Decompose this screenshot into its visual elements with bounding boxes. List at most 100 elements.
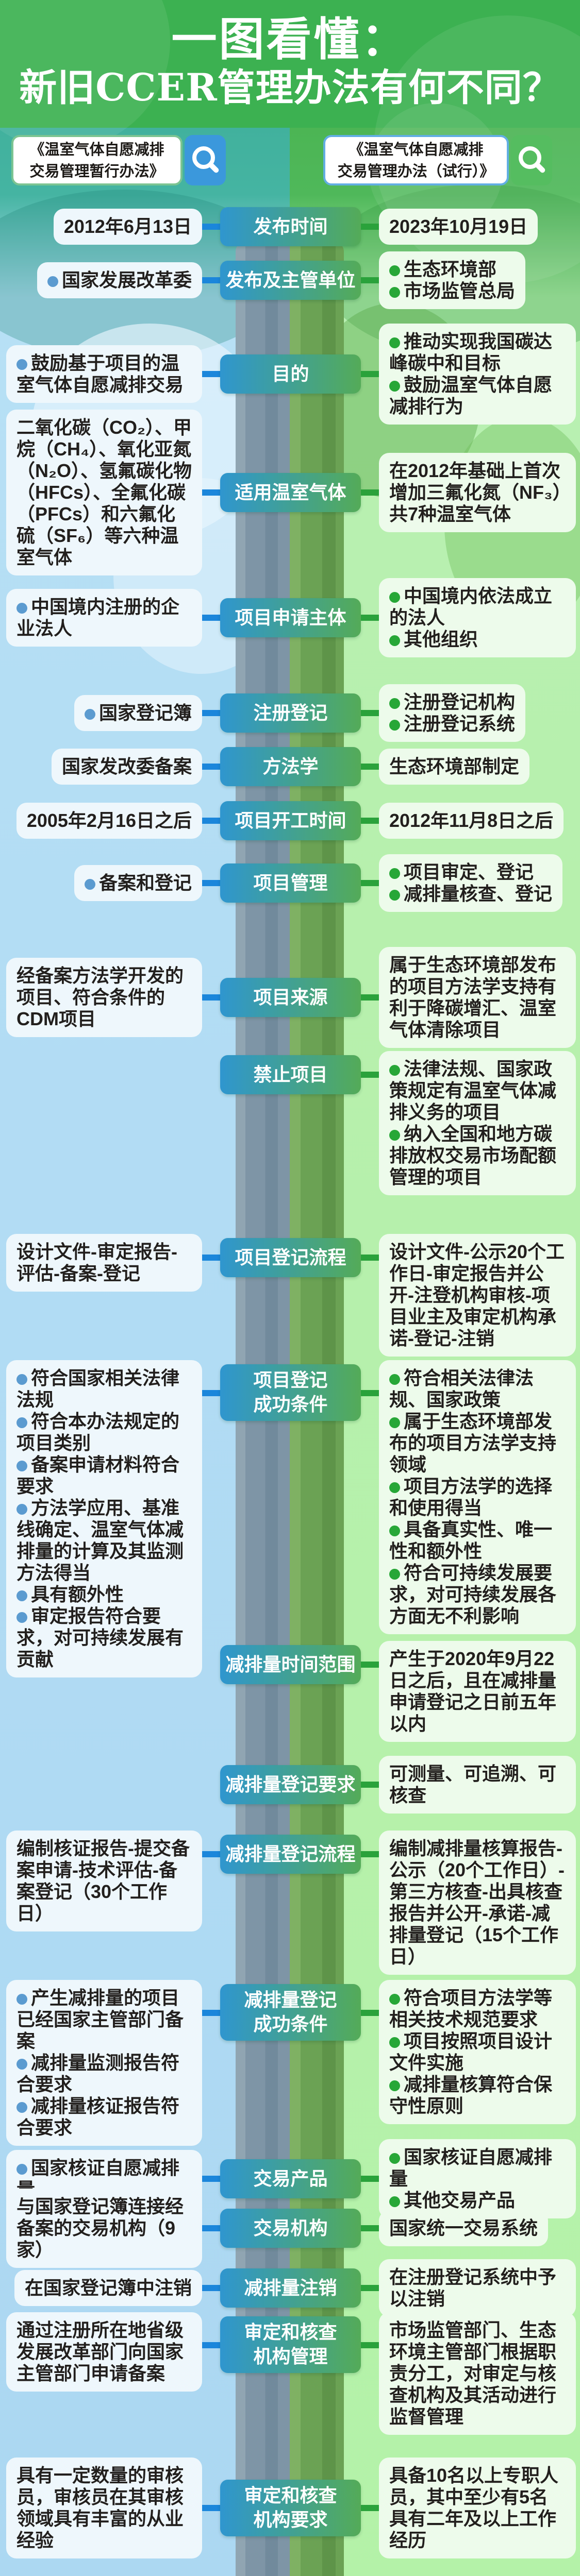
connector-new: [361, 710, 379, 716]
new-cell: 生态环境部制定: [379, 749, 580, 785]
comparison-row-reduction-time-range: 减排量时间范围产生于2020年9月22日之后，且在减排量申请登记之日前五年以内: [0, 1641, 580, 1742]
old-cell: 2005年2月16日之后: [0, 803, 202, 839]
comparison-row-issuing-authority: 国家发展改革委发布及主管单位生态环境部市场监管总局: [0, 251, 580, 309]
connector-old: [202, 2010, 220, 2016]
new-cell: 2023年10月19日: [379, 209, 580, 245]
old-cell: 设计文件-审定报告-评估-备案-登记: [0, 1234, 202, 1292]
bullet-dot: [389, 868, 400, 879]
row-label-verification-body-requirements: 审定和核查机构要求: [220, 2480, 361, 2536]
new-cell: 符合项目方法学等相关技术规范要求项目按照项目设计文件实施减排量核算符合保守性原则: [379, 1980, 580, 2124]
connector-old: [202, 2342, 220, 2348]
new-policy-title-line1: 《温室气体自愿减排: [349, 140, 484, 158]
connector-new: [361, 489, 379, 496]
page-title-line2: 新旧CCER管理办法有何不同？: [19, 65, 561, 110]
old-cell: 备案和登记: [0, 865, 202, 901]
new-cell: 项目审定、登记减排量核查、登记: [379, 854, 580, 912]
old-policy-header: 《温室气体自愿减排 交易管理暂行办法》: [11, 135, 226, 185]
connector-old: [202, 371, 220, 377]
comparison-row-purpose: 鼓励基于项目的温室气体自愿减排交易目的推动实现我国碳达峰碳中和目标鼓励温室气体自…: [0, 324, 580, 425]
new-policy-card: 注册登记机构注册登记系统: [379, 684, 526, 742]
old-policy-card: 2005年2月16日之后: [16, 803, 202, 839]
row-label-trading-products: 交易产品: [220, 2159, 361, 2198]
search-button-old: [185, 135, 226, 185]
connector-new: [361, 1390, 379, 1396]
bullet-dot: [389, 1526, 400, 1536]
comparison-row-project-registration-conditions: 符合国家相关法律法规符合本办法规定的项目类别备案申请材料符合要求方法学应用、基准…: [0, 1360, 580, 1677]
new-cell: 设计文件-公示20个工作日-审定报告并公开-注登机构审核-项目业主及审定机构承诺…: [379, 1234, 580, 1357]
new-policy-card: 国家统一交易系统: [379, 2210, 549, 2246]
new-policy-card: 具备10名以上专职人员，其中至少有5名具有二年及以上工作经历: [379, 2458, 576, 2558]
connector-old: [202, 764, 220, 770]
bullet-dot: [389, 2153, 400, 2164]
connector-new: [361, 2225, 379, 2231]
bullet-dot: [389, 592, 400, 603]
comparison-row-applicable-gases: 二氧化碳（CO₂）、甲烷（CH₄）、氧化亚氮（N₂O）、氢氟碳化物（HFCs）、…: [0, 410, 580, 575]
bullet-dot: [389, 1130, 400, 1141]
comparison-row-registry: 国家登记簿注册登记注册登记机构注册登记系统: [0, 684, 580, 742]
new-policy-card: 生态环境部市场监管总局: [379, 251, 526, 309]
new-cell: 属于生态环境部发布的项目方法学支持有利于降碳增汇、温室气体清除项目: [379, 947, 580, 1048]
old-policy-card: 符合国家相关法律法规符合本办法规定的项目类别备案申请材料符合要求方法学应用、基准…: [6, 1360, 202, 1677]
connector-new: [361, 371, 379, 377]
bullet-dot: [16, 1590, 27, 1601]
old-policy-card: 具有一定数量的审核员，审核员在其审核领域具有丰富的从业经验: [6, 2458, 202, 2558]
connector-old: [202, 994, 220, 1001]
bullet-dot: [84, 879, 95, 890]
row-label-reduction-registration-process: 减排量登记流程: [220, 1835, 361, 1874]
bullet-dot: [389, 337, 400, 348]
connector-new: [361, 994, 379, 1001]
search-icon: [192, 146, 215, 169]
connector-new: [361, 277, 379, 283]
new-policy-card: 2012年11月8日之后: [379, 803, 564, 839]
new-policy-card: 国家核证自愿减排量其他交易产品: [379, 2139, 576, 2218]
old-cell: 具有一定数量的审核员，审核员在其审核领域具有丰富的从业经验: [0, 2458, 202, 2558]
row-label-project-management: 项目管理: [220, 863, 361, 903]
page-title-line1: 一图看懂：: [171, 12, 409, 66]
connector-old: [202, 2176, 220, 2182]
connector-new: [361, 1255, 379, 1261]
row-label-reduction-registration-requirements: 减排量登记要求: [220, 1765, 361, 1804]
connector-new: [361, 2505, 379, 2511]
bullet-dot: [389, 635, 400, 646]
old-policy-card: 经备案方法学开发的项目、符合条件的CDM项目: [6, 958, 202, 1037]
new-policy-card: 2023年10月19日: [379, 209, 538, 245]
old-policy-card: 国家登记簿: [74, 695, 202, 731]
connector-old: [202, 880, 220, 886]
new-policy-card: 可测量、可追溯、可核查: [379, 1756, 576, 1814]
connector-old: [202, 710, 220, 716]
bullet-dot: [389, 1417, 400, 1428]
new-cell: 法律法规、国家政策规定有温室气体减排义务的项目纳入全国和地方碳排放权交易市场配额…: [379, 1051, 580, 1195]
old-policy-title-box: 《温室气体自愿减排 交易管理暂行办法》: [11, 135, 183, 185]
comparison-row-trading-products: 国家核证自愿减排量交易产品国家核证自愿减排量其他交易产品: [0, 2139, 580, 2218]
connector-new: [361, 818, 379, 824]
row-label-applicant: 项目申请主体: [220, 598, 361, 637]
bullet-dot: [389, 265, 400, 276]
comparison-row-prohibited-projects: 禁止项目法律法规、国家政策规定有温室气体减排义务的项目纳入全国和地方碳排放权交易…: [0, 1051, 580, 1195]
bullet-dot: [16, 1612, 27, 1623]
old-cell: 国家发改委备案: [0, 749, 202, 785]
new-policy-card: 生态环境部制定: [379, 749, 530, 785]
old-policy-card: 中国境内注册的企业法人: [6, 589, 202, 647]
bullet-dot: [389, 1065, 400, 1076]
old-policy-card: 与国家登记簿连接经备案的交易机构（9家）: [6, 2189, 202, 2268]
old-policy-card: 国家发展改革委: [37, 262, 202, 298]
old-cell: 与国家登记簿连接经备案的交易机构（9家）: [0, 2189, 202, 2268]
new-policy-header: 《温室气体自愿减排 交易管理办法（试行）》: [323, 135, 552, 185]
old-policy-card: 设计文件-审定报告-评估-备案-登记: [6, 1234, 202, 1292]
old-cell: 在国家登记簿中注销: [0, 2270, 202, 2306]
connector-new: [361, 1662, 379, 1668]
new-cell: 市场监管部门、生态环境主管部门根据职责分工，对审定与核查机构及其活动进行监督管理: [379, 2312, 580, 2435]
row-label-reduction-registration-conditions: 减排量登记成功条件: [220, 1984, 361, 2041]
new-policy-title-box: 《温室气体自愿减排 交易管理办法（试行）》: [323, 135, 509, 185]
connector-old: [202, 1390, 220, 1396]
comparison-row-project-source: 经备案方法学开发的项目、符合条件的CDM项目项目来源属于生态环境部发布的项目方法…: [0, 947, 580, 1048]
new-cell: 具备10名以上专职人员，其中至少有5名具有二年及以上工作经历: [379, 2458, 580, 2558]
new-policy-card: 推动实现我国碳达峰碳中和目标鼓励温室气体自愿减排行为: [379, 324, 576, 425]
row-label-applicable-gases: 适用温室气体: [220, 473, 361, 512]
old-policy-card: 在国家登记簿中注销: [14, 2270, 202, 2306]
new-cell: 编制减排量核算报告-公示（20个工作日）-第三方核查-出具核查报告并公开-承诺-…: [379, 1831, 580, 1975]
new-cell: 2012年11月8日之后: [379, 803, 580, 839]
